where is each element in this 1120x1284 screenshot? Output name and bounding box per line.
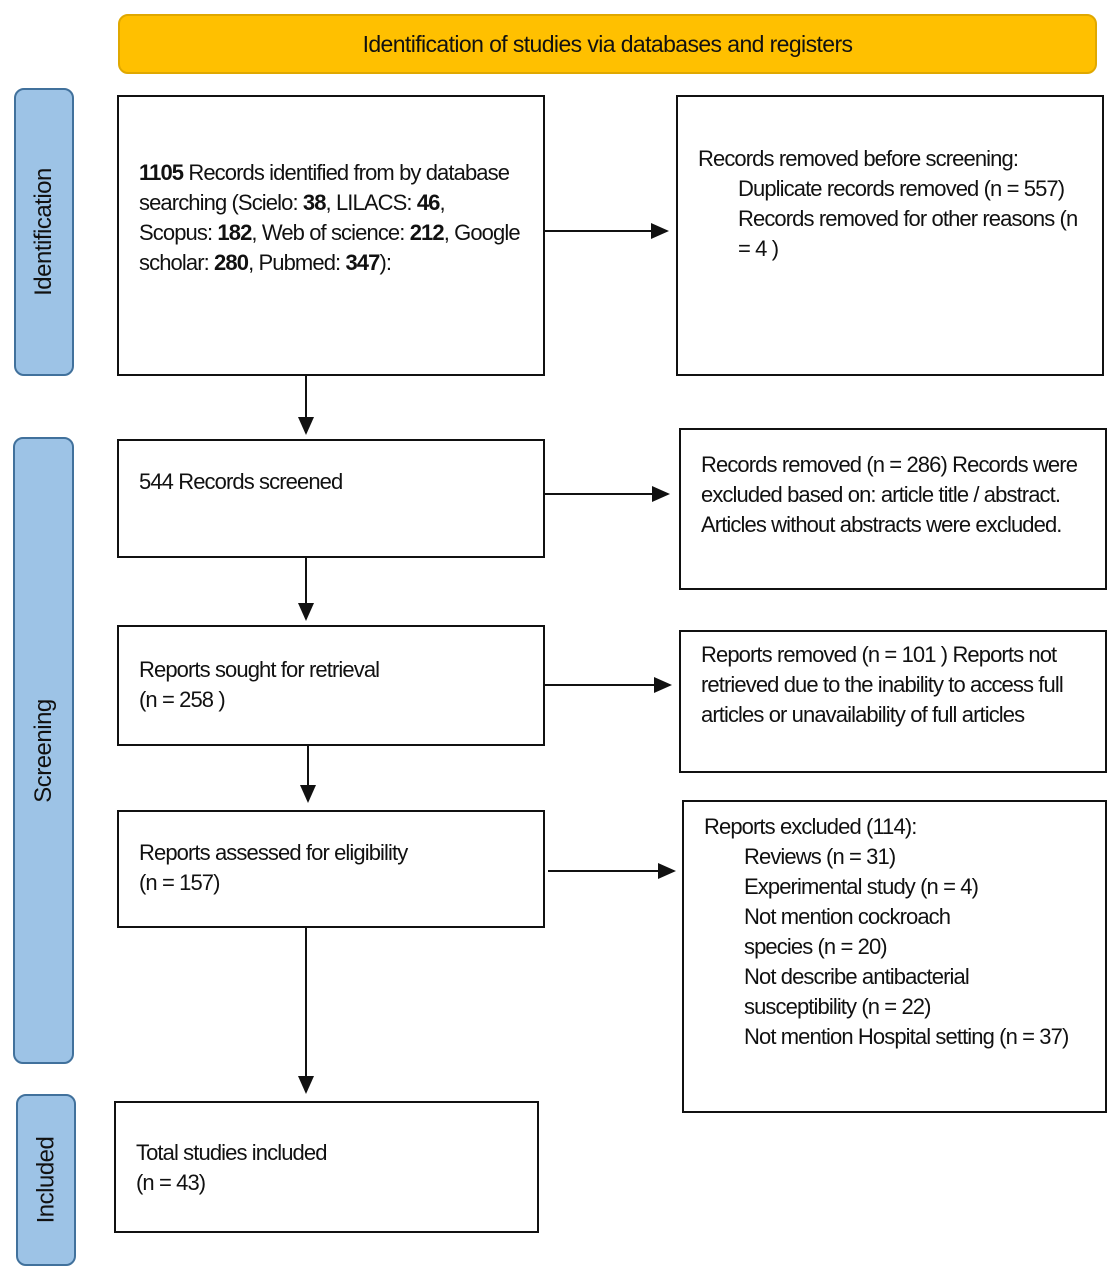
header-label: Identification of studies via databases … [362,30,853,57]
count-value: 280 [214,250,249,275]
assessed-count: (n = 157) [139,870,220,895]
sought-label: Reports sought for retrieval [139,657,380,682]
assessed-label: Reports assessed for eligibility [139,840,408,865]
excluded-item: Reviews (n = 31) [744,844,896,869]
studies-included-box: Total studies included (n = 43) [114,1101,539,1233]
text-segment: , Google scholar: [139,220,525,275]
removed-item: Duplicate records removed (n = 557) [738,176,1065,201]
records-screened-box: 544 Records screened [117,439,545,558]
count-value: 1105 [139,160,184,185]
reports-sought-box: Reports sought for retrieval (n = 258 ) [117,625,545,746]
included-label: Total studies included [136,1140,327,1165]
phase-screening: Screening [13,437,74,1064]
excluded-item: Not mention cockroach species (n = 20) [744,904,956,959]
reports-assessed-box: Reports assessed for eligibility (n = 15… [117,810,545,928]
records-excluded-box: Records removed (n = 286) Records were e… [679,428,1107,590]
records-removed-before-box: Records removed before screening: Duplic… [676,95,1104,376]
removed-item: Records removed for other reasons (n = 4… [738,206,1083,261]
not-retrieved-text: Reports removed (n = 101 ) Reports not r… [701,642,1069,727]
text-segment: , Web of science: [251,220,410,245]
excluded-item: Not mention Hospital setting (n = 37) [744,1024,1069,1049]
count-value: 38 [302,190,327,215]
screened-text: 544 Records screened [139,469,343,494]
records-identified-box: 1105 Records identified from by database… [117,95,545,376]
excluded-item: Experimental study (n = 4) [744,874,979,899]
excluded-title: Reports excluded (114): [704,814,917,839]
text-segment: Records identified from by database sear… [139,160,515,215]
sought-count: (n = 258 ) [139,687,226,712]
text-segment: , Pubmed: [248,250,346,275]
reports-not-retrieved-box: Reports removed (n = 101 ) Reports not r… [679,630,1107,773]
text-segment: , LILACS: [325,190,417,215]
count-value: 46 [416,190,441,215]
phase-included: Included [16,1094,76,1266]
phase-identification: Identification [14,88,74,376]
text-segment: ): [379,250,392,275]
records-identified-text: 1105 Records identified from by database… [139,158,523,278]
text-segment: , Scopus: [139,190,450,245]
screen-removed-text: Records removed (n = 286) Records were e… [701,452,1083,537]
included-count: (n = 43) [136,1170,206,1195]
removed-title: Records removed before screening: [698,146,1019,171]
excluded-item: Not describe antibacterial susceptibilit… [744,964,975,1019]
identification-header: Identification of studies via databases … [118,14,1097,74]
count-value: 347 [345,250,380,275]
reports-excluded-box: Reports excluded (114): Reviews (n = 31)… [682,800,1107,1113]
count-value: 182 [217,220,252,245]
count-value: 212 [409,220,445,245]
